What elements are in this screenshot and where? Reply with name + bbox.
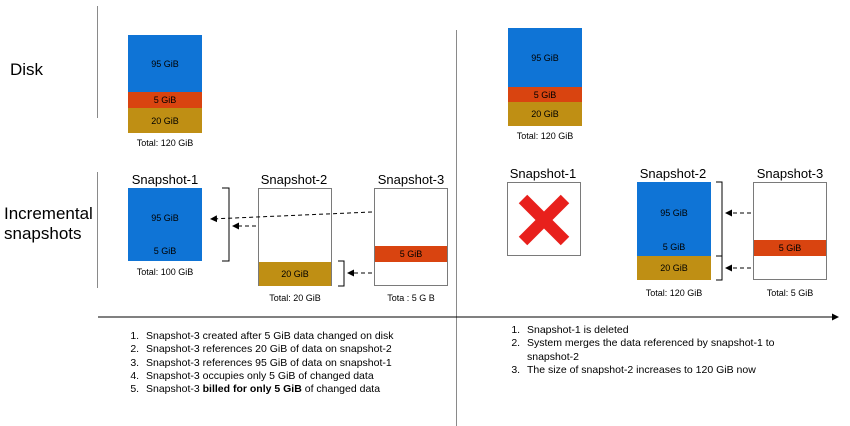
left-disk-caption: Total: 120 GiB [136,138,194,148]
left-disk-segment-20: 20 GiB [128,108,202,133]
incremental-row-label-line1: Incremental [4,204,93,223]
left-ref-arrow-to-snapshot1 [210,211,373,223]
right-snapshot1-title: Snapshot-1 [509,166,577,181]
right-steps-list: Snapshot-1 is deleted System merges the … [501,324,823,377]
left-snapshot1-caption: Total: 100 GiB [136,267,194,277]
right-step-2: System merges the data referenced by sna… [523,337,823,364]
left-disk-bar: 95 GiB 5 GiB 20 GiB [128,35,202,133]
right-step-3: The size of snapshot-2 increases to 120 … [523,364,823,377]
center-divider [456,30,457,426]
right-snapshot3-box: 5 GiB [753,182,827,280]
left-snapshot1-segment-5: 5 GiB [153,245,177,256]
right-snapshot2-title: Snapshot-2 [639,166,707,181]
right-snapshot2-segment-5: 5 GiB [662,241,686,252]
left-step-3: Snapshot-3 references 95 GiB of data on … [142,357,472,370]
left-snapshot2-caption: Total: 20 GiB [269,293,321,303]
left-step-5-bold: billed for only 5 GiB [202,383,302,396]
right-snapshot3-title: Snapshot-3 [756,166,824,181]
right-snapshot2-blue-block [637,182,711,256]
snapshot-row-divider [97,172,98,288]
left-snapshot1-segment-95: 95 GiB [151,212,179,223]
right-disk-bar: 95 GiB 5 GiB 20 GiB [508,28,582,126]
right-snapshot2-segment-20: 20 GiB [637,256,711,280]
left-snapshot3-box: 5 GiB [374,188,448,286]
right-step-1: Snapshot-1 is deleted [523,324,823,337]
right-snapshot2-bracket-top [716,181,723,257]
left-step-2: Snapshot-3 references 20 GiB of data on … [142,343,472,356]
right-snapshot2-caption: Total: 120 GiB [645,288,703,298]
right-disk-segment-5: 5 GiB [508,87,582,102]
right-disk-segment-20: 20 GiB [508,102,582,126]
left-snapshot3-segment-5: 5 GiB [375,246,447,262]
left-step-1: Snapshot-3 created after 5 GiB data chan… [142,330,472,343]
left-step-5-suffix: of changed data [301,383,381,396]
left-snapshot3-caption: Tota : 5 G B [387,293,435,303]
red-cross-deleted-icon [518,194,570,246]
right-snapshot2-segment-95: 95 GiB [660,208,688,218]
left-disk-segment-5: 5 GiB [128,92,202,108]
disk-row-divider [97,6,98,118]
left-snapshot3-title: Snapshot-3 [377,172,445,187]
incremental-row-label-line2: snapshots [4,224,82,243]
right-disk-caption: Total: 120 GiB [516,131,574,141]
left-snapshot2-segment-20: 20 GiB [259,262,331,286]
left-step-5: Snapshot-3 billed for only 5 GiB of chan… [142,383,472,396]
left-step-4: Snapshot-3 occupies only 5 GiB of change… [142,370,472,383]
left-steps-list: Snapshot-3 created after 5 GiB data chan… [120,330,472,396]
left-snapshot1-bar: 95 GiB 5 GiB [128,188,202,261]
right-snapshot3-caption: Total: 5 GiB [766,288,814,298]
left-disk-segment-95: 95 GiB [128,35,202,92]
left-snapshot2-box: 20 GiB [258,188,332,286]
left-snapshot2-bracket [338,260,345,287]
left-snapshot1-title: Snapshot-1 [131,172,199,187]
left-snapshot1-bracket [222,187,230,262]
right-disk-segment-95: 95 GiB [508,28,582,87]
left-snapshot2-title: Snapshot-2 [260,172,328,187]
left-step-5-prefix: Snapshot-3 [146,383,203,396]
disk-row-label: Disk [10,60,44,79]
right-snapshot3-segment-5: 5 GiB [754,240,826,256]
right-snapshot2-bracket-bottom [716,255,723,281]
right-snapshot1-box [507,182,581,256]
right-snapshot2-bar: 95 GiB 5 GiB 20 GiB [637,182,711,280]
